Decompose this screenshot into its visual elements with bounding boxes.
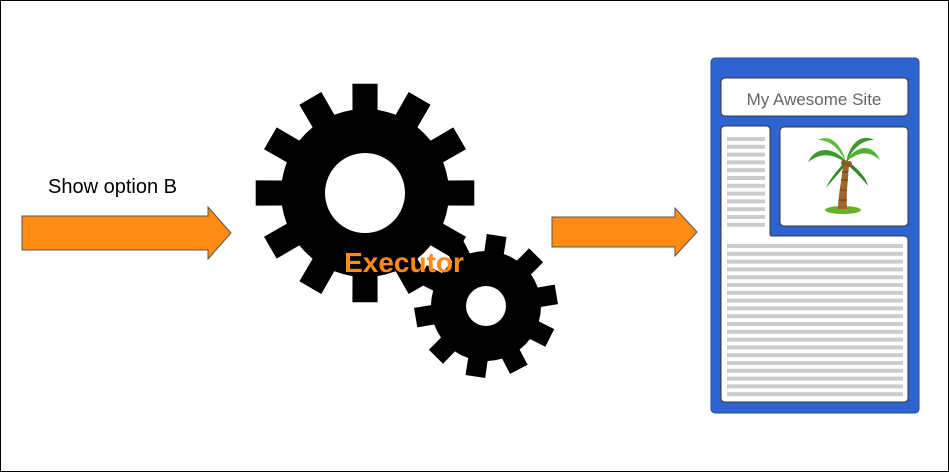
placeholder-line bbox=[727, 168, 765, 173]
placeholder-line bbox=[727, 376, 903, 381]
placeholder-line bbox=[727, 306, 903, 311]
placeholder-line bbox=[727, 244, 903, 248]
website-title: My Awesome Site bbox=[747, 90, 882, 109]
placeholder-line bbox=[727, 144, 765, 149]
placeholder-line bbox=[727, 183, 765, 188]
website-mockup: My Awesome Site bbox=[710, 57, 920, 414]
placeholder-line bbox=[727, 267, 903, 272]
placeholder-line bbox=[727, 384, 903, 389]
gear-large-icon bbox=[255, 83, 475, 303]
input-label: Show option B bbox=[48, 176, 177, 198]
placeholder-line bbox=[727, 392, 903, 397]
placeholder-line bbox=[727, 176, 765, 180]
palm-tree-icon bbox=[808, 137, 880, 214]
placeholder-line bbox=[727, 298, 903, 303]
website-header bbox=[720, 77, 909, 117]
input-arrow bbox=[21, 205, 232, 261]
placeholder-line bbox=[727, 353, 903, 358]
placeholder-line bbox=[727, 207, 765, 212]
placeholder-line bbox=[727, 199, 765, 204]
output-arrow bbox=[551, 206, 698, 258]
placeholder-line bbox=[727, 314, 903, 319]
placeholder-line bbox=[727, 152, 765, 157]
placeholder-line bbox=[727, 337, 903, 342]
placeholder-line bbox=[727, 160, 765, 165]
placeholder-line bbox=[727, 322, 903, 326]
executor-label: Executor bbox=[344, 247, 464, 278]
placeholder-line bbox=[727, 275, 903, 280]
placeholder-line bbox=[727, 222, 765, 227]
placeholder-line bbox=[727, 137, 765, 141]
placeholder-line bbox=[727, 361, 903, 365]
placeholder-line bbox=[727, 345, 903, 350]
placeholder-line bbox=[727, 368, 903, 373]
placeholder-line bbox=[727, 283, 903, 287]
placeholder-line bbox=[727, 251, 903, 256]
placeholder-line bbox=[727, 259, 903, 264]
placeholder-line bbox=[727, 191, 765, 196]
placeholder-text-lines bbox=[727, 137, 903, 397]
placeholder-line bbox=[727, 329, 903, 334]
placeholder-line bbox=[727, 290, 903, 295]
placeholder-line bbox=[727, 215, 765, 219]
gear-small-icon bbox=[414, 234, 558, 378]
